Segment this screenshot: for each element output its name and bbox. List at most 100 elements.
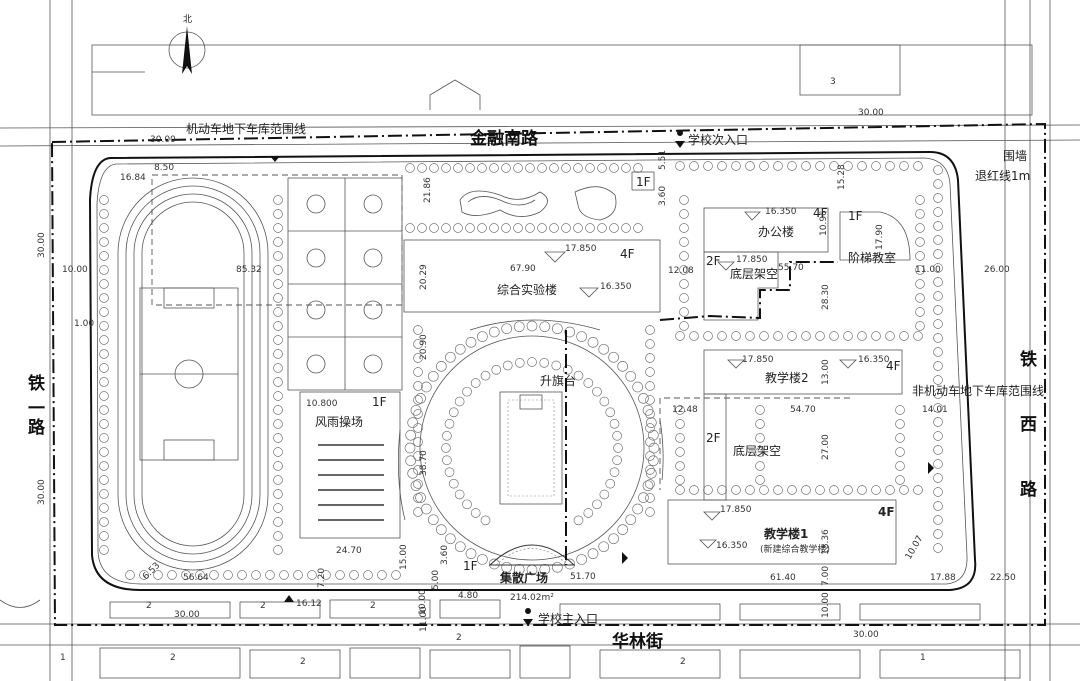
tree	[99, 223, 109, 233]
svg-text:一: 一	[28, 399, 45, 419]
tree	[445, 351, 456, 363]
tree	[480, 370, 491, 381]
svg-text:30.00: 30.00	[37, 479, 47, 505]
tree	[617, 361, 629, 372]
tree	[552, 323, 563, 335]
tree	[99, 251, 109, 261]
office-name: 办公楼	[758, 224, 794, 239]
tree	[645, 339, 655, 349]
tree	[99, 531, 109, 541]
tree	[405, 163, 415, 173]
tree	[703, 161, 713, 171]
tree	[679, 321, 689, 331]
svg-text:17.88: 17.88	[930, 573, 956, 583]
site-boundary-line	[50, 122, 1046, 626]
tree	[273, 377, 283, 387]
svg-text:20.90: 20.90	[419, 334, 429, 360]
tree	[293, 570, 303, 580]
tree	[273, 349, 283, 359]
tree	[597, 163, 607, 173]
tree	[420, 503, 432, 515]
tree	[895, 433, 905, 443]
svg-text:21.86: 21.86	[423, 177, 433, 203]
tree	[933, 319, 943, 329]
tree	[679, 223, 689, 233]
tree	[413, 479, 423, 489]
svg-text:4.80: 4.80	[458, 591, 478, 601]
tree	[648, 442, 660, 454]
tree	[429, 223, 439, 233]
tree	[787, 161, 797, 171]
tree	[933, 389, 943, 399]
tree	[413, 507, 423, 517]
road-south: 华林街	[612, 631, 663, 652]
tree	[843, 485, 853, 495]
svg-text:26.00: 26.00	[984, 265, 1010, 275]
setback-line	[88, 150, 977, 591]
tree	[442, 430, 452, 441]
tree	[871, 331, 881, 341]
tree	[454, 343, 466, 355]
tree	[885, 161, 895, 171]
tree	[801, 485, 811, 495]
tree	[273, 489, 283, 499]
tree	[125, 570, 135, 580]
svg-text:2: 2	[170, 653, 176, 663]
plaza-floors: 1F	[463, 559, 478, 573]
tree	[501, 163, 511, 173]
svg-text:6.53: 6.53	[141, 561, 162, 582]
tree	[363, 570, 373, 580]
tree	[513, 563, 525, 575]
tree	[645, 493, 655, 503]
tree	[435, 524, 447, 535]
tree	[526, 320, 538, 332]
pilotis-a-elev: 17.850	[736, 255, 768, 265]
svg-text:路: 路	[1020, 479, 1038, 500]
teach1-floors: 4F	[878, 505, 895, 519]
tree	[598, 343, 610, 355]
tree	[773, 161, 783, 171]
tree	[454, 541, 466, 553]
tree	[933, 235, 943, 245]
tree	[551, 360, 562, 371]
lab-building: 17.850 4F 综合实验楼 16.350	[403, 239, 661, 313]
tree	[895, 461, 905, 471]
tree	[527, 357, 537, 367]
markers	[270, 156, 934, 602]
tree	[539, 563, 551, 575]
svg-text:30.00: 30.00	[858, 108, 884, 118]
office-elev: 16.350	[765, 207, 797, 217]
central-plaza: 升旗台	[397, 319, 664, 566]
tree	[413, 395, 423, 405]
secondary-entrance-label: 学校次入口	[688, 132, 748, 147]
tree	[933, 431, 943, 441]
tree	[465, 223, 475, 233]
tree	[525, 223, 535, 233]
tree	[273, 447, 283, 457]
svg-text:铁: 铁	[1020, 349, 1037, 370]
tree	[273, 475, 283, 485]
tree	[539, 358, 550, 368]
tree	[139, 570, 149, 580]
svg-text:16.12: 16.12	[296, 599, 322, 609]
tree	[633, 223, 643, 233]
tree	[885, 331, 895, 341]
tree	[933, 221, 943, 231]
svg-text:7.20: 7.20	[317, 568, 327, 588]
tree	[444, 418, 455, 429]
tree	[915, 279, 925, 289]
tree	[470, 378, 481, 388]
svg-text:3: 3	[830, 77, 836, 87]
tree	[915, 237, 925, 247]
tree	[441, 443, 451, 453]
tree	[99, 433, 109, 443]
teaching-building-1: 17.850 4F 教学楼1 (新建综合教学楼) 16.350	[667, 499, 897, 565]
tree	[420, 381, 432, 393]
svg-text:30.00: 30.00	[853, 630, 879, 640]
tree	[99, 461, 109, 471]
tree	[645, 325, 655, 335]
tree	[759, 331, 769, 341]
tree	[755, 433, 765, 443]
tree	[99, 349, 109, 359]
tree	[99, 391, 109, 401]
